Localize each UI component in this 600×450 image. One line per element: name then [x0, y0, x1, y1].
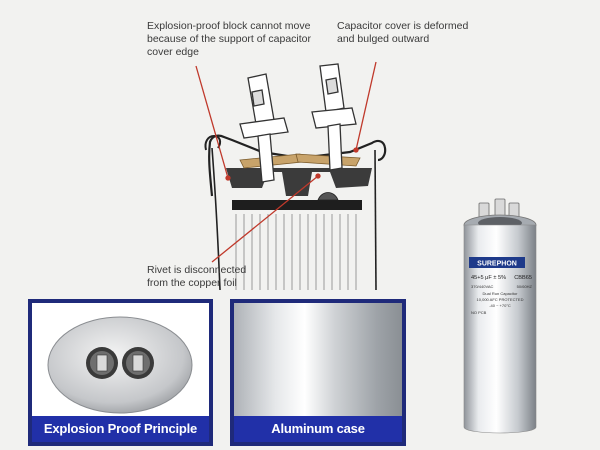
capacitor-terminals [478, 198, 520, 220]
case-wall-right [374, 149, 377, 290]
capacitor-brand-strip [469, 257, 525, 268]
left-cover-curl [204, 134, 222, 151]
capacitor-cover-outline [208, 134, 387, 197]
capacitor-voltage: 370/440VAC [471, 284, 493, 289]
copper-foil-layers [235, 214, 357, 290]
right-terminal [311, 63, 357, 171]
aluminum-case-photo [234, 303, 402, 416]
left-terminal [239, 73, 289, 183]
annotation-arrows [195, 61, 377, 263]
capacitor-brand: SUREPHON [477, 261, 517, 268]
capacitor-protection: 10,000 AFC PROTECTED [477, 297, 524, 302]
capacitor-no-pcb: NO PCB [471, 310, 487, 315]
capacitor-photo: SUREPHON 45+5 μF ± 5% CBB65 370/440VAC 5… [463, 198, 537, 434]
explosion-proof-block [232, 200, 362, 210]
aluminum-case-label: Aluminum case [234, 416, 402, 442]
annotation-rivet: Rivet is disconnected from the copper fo… [147, 264, 247, 289]
capacitor-temp-class: -40 ~ +70°C [489, 303, 511, 308]
aluminum-surface [234, 303, 402, 416]
explosion-proof-card: Explosion Proof Principle [28, 299, 213, 446]
capacitor-lid [47, 316, 193, 414]
capacitor-can [463, 224, 537, 434]
capacitor-model: CBB65 [514, 275, 532, 281]
explosion-proof-label: Explosion Proof Principle [32, 416, 209, 442]
capacitor-type: Dual Run Capacitor [483, 291, 519, 296]
case-wall-left [211, 147, 221, 290]
cross-section-diagram [195, 61, 387, 290]
annotation-explosion-block: Explosion-proof block cannot move becaus… [147, 20, 312, 58]
rivet [317, 192, 339, 201]
capacitor-top-view [47, 316, 193, 414]
aluminum-case-card: Aluminum case [230, 299, 406, 446]
capacitor-frequency: 50/60HZ [517, 284, 533, 289]
right-insulator [295, 153, 361, 167]
annotation-cover-deformed: Capacitor cover is deformed and bulged o… [337, 20, 469, 45]
capacitor-rating: 45+5 μF ± 5% [471, 275, 506, 281]
